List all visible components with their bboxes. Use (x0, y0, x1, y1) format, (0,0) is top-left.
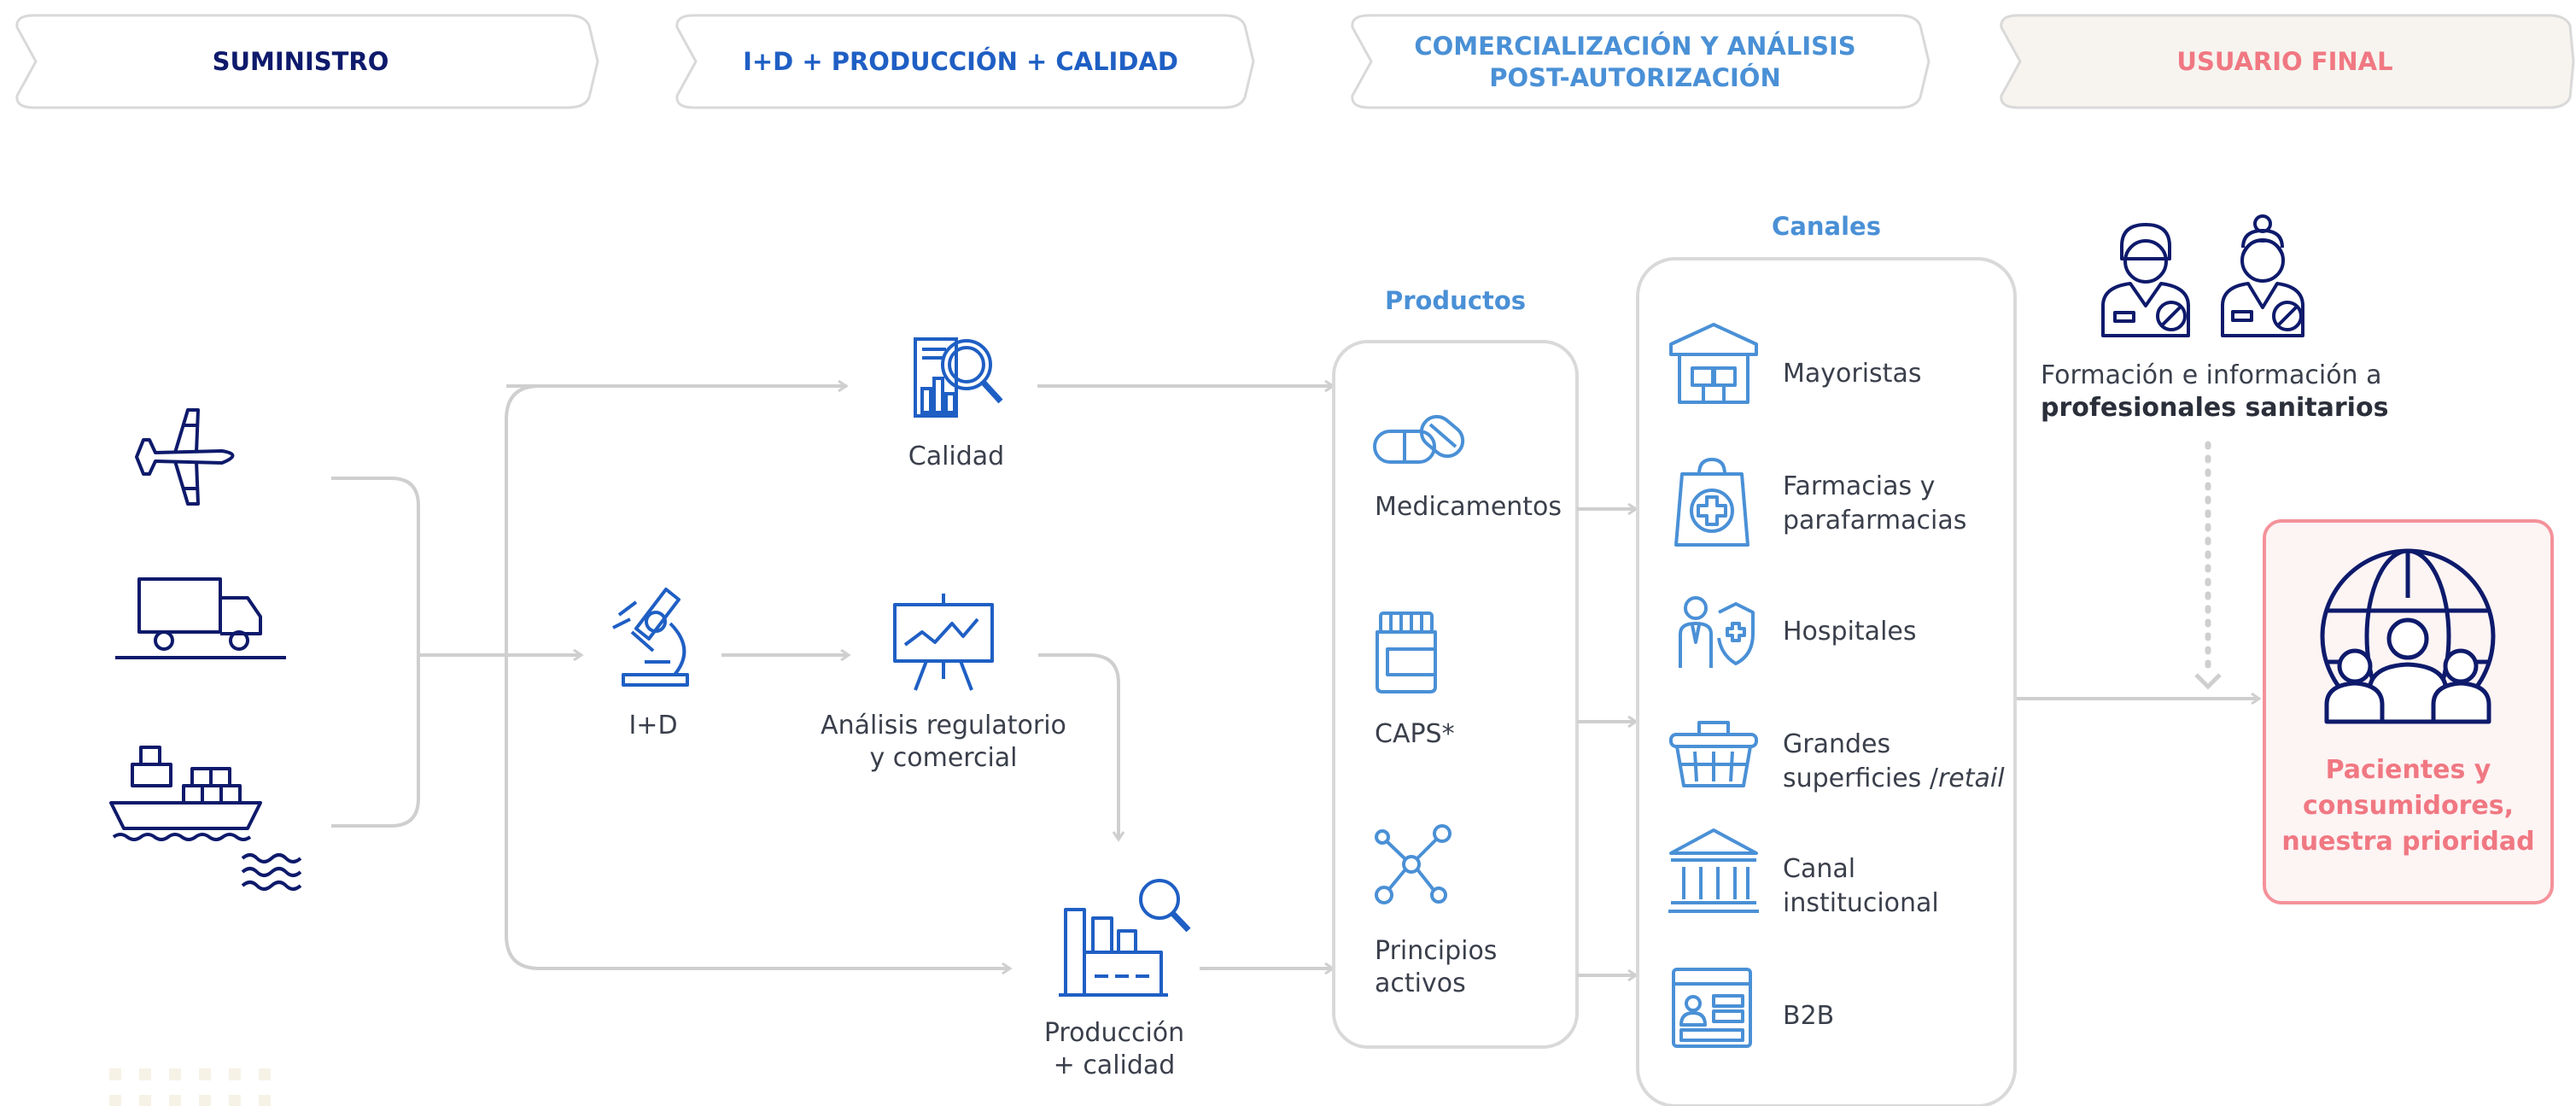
caps-bottle-icon (1376, 612, 1437, 693)
stage-usuario-final: USUARIO FINAL (2176, 47, 2393, 76)
b2b-browser-icon (1672, 968, 1752, 1048)
canal-institucional-2: institucional (1783, 888, 1939, 918)
formacion-label-1: Formación e información a (2041, 360, 2382, 390)
truck-icon (115, 577, 286, 659)
stage-header-comercializacion (1351, 14, 1931, 109)
canal-farmacias-1: Farmacias y (1783, 471, 1936, 501)
nurse-icon (2221, 214, 2304, 337)
stage-header-usuario-final (2000, 14, 2575, 109)
global-patients-icon (2320, 548, 2496, 724)
quality-report-icon (914, 337, 1003, 418)
analisis-label-2: y comercial (869, 743, 1018, 773)
canales-title: Canales (1772, 212, 1881, 241)
microscope-icon (612, 588, 689, 687)
stage-id-produccion-calidad: I+D + PRODUCCIÓN + CALIDAD (743, 47, 1178, 76)
pharmacy-bag-icon (1674, 458, 1749, 547)
canal-b2b: B2B (1783, 1001, 1835, 1031)
airplane-icon (135, 408, 235, 506)
shopping-basket-icon (1669, 721, 1758, 787)
medicamentos-label: Medicamentos (1375, 492, 1563, 522)
stage-comercializacion: COMERCIALIZACIÓN Y ANÁLISIS POST-AUTORIZ… (1414, 31, 1856, 92)
productos-box (1332, 340, 1579, 1049)
doctor-icon (2101, 223, 2190, 337)
canal-mayoristas: Mayoristas (1783, 359, 1922, 389)
canal-grandes-2: superficies /retail (1783, 764, 2005, 793)
pills-icon (1373, 414, 1465, 464)
decorative-dots (109, 1068, 271, 1106)
stage-suministro: SUMINISTRO (212, 47, 389, 76)
stage-header-suministro (15, 14, 599, 109)
canal-hospitales: Hospitales (1783, 617, 1917, 647)
stage-header-id (675, 14, 1255, 109)
canal-grandes-1: Grandes (1783, 729, 1891, 759)
waves-icon (241, 853, 302, 891)
patients-label-3: nuestra prioridad (2281, 827, 2535, 857)
caps-label: CAPS* (1375, 719, 1455, 749)
warehouse-icon (1669, 323, 1758, 404)
canales-box (1636, 257, 2017, 1106)
id-label: I+D (628, 711, 678, 740)
hospital-doctor-icon (1679, 596, 1755, 668)
factory-icon (1059, 879, 1191, 997)
institution-icon (1668, 828, 1759, 913)
molecule-icon (1375, 824, 1452, 904)
produccion-label-2: + calidad (1053, 1050, 1176, 1080)
formacion-label-2: profesionales sanitarios (2041, 393, 2389, 423)
patients-label-1: Pacientes y (2325, 755, 2491, 785)
canal-institucional-1: Canal (1783, 854, 1856, 884)
produccion-label-1: Producción (1043, 1018, 1185, 1048)
calidad-label: Calidad (908, 442, 1005, 471)
principios-label-1: Principios (1375, 936, 1498, 966)
analisis-label-1: Análisis regulatorio (821, 711, 1066, 740)
presentation-chart-icon (893, 594, 994, 691)
ship-icon (109, 746, 262, 841)
principios-label-2: activos (1375, 968, 1466, 998)
productos-title: Productos (1384, 286, 1527, 315)
patients-label-2: consumidores, (2303, 791, 2514, 821)
canal-farmacias-2: parafarmacias (1783, 506, 1967, 535)
